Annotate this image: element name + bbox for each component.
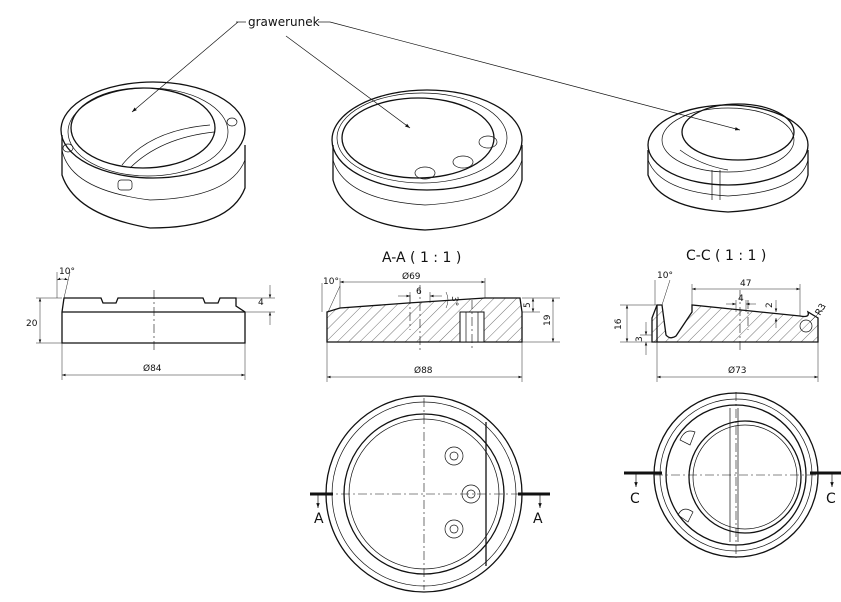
- side-view-left: 10° 20 4 Ø84: [26, 267, 275, 380]
- dim-left-height: 20: [26, 319, 38, 329]
- cut-label-c-left: C: [630, 491, 640, 507]
- dim-mid-w6: 6: [416, 287, 422, 297]
- section-c-c: 10° 47 4 2 R3 16 3 Ø73: [614, 271, 829, 382]
- top-view-c: C C: [624, 392, 841, 558]
- top-view-a: A A: [310, 395, 550, 593]
- cut-label-a-left: A: [314, 511, 324, 527]
- leader-line-middle: [285, 35, 411, 129]
- dim-right-h16: 16: [614, 318, 624, 330]
- section-title-a: A-A ( 1 : 1 ): [382, 250, 461, 266]
- cut-label-c-right: C: [826, 491, 836, 507]
- dim-right-angle: 10°: [657, 271, 673, 281]
- dim-right-diameter: Ø73: [728, 365, 747, 376]
- dim-mid-h5: 5: [523, 302, 533, 308]
- leader-line-left: [131, 21, 239, 113]
- engraving-callout: grawerunek: [131, 15, 741, 131]
- dim-mid-diameter: Ø88: [414, 365, 433, 376]
- leader-label: grawerunek: [248, 15, 320, 29]
- dim-right-radius: R3: [814, 302, 829, 317]
- dim-mid-h19: 19: [543, 314, 553, 326]
- dim-mid-top-diameter: Ø69: [402, 271, 421, 282]
- dim-right-h3: 3: [635, 336, 645, 342]
- isometric-view-right: [647, 103, 809, 213]
- section-a-a: 10° Ø69 6 3° 5 19 Ø88: [321, 271, 560, 382]
- section-title-c: C-C ( 1 : 1 ): [686, 248, 766, 264]
- isometric-view-left: [60, 81, 246, 229]
- leader-line-right: [329, 21, 741, 131]
- dim-mid-angle3: 3°: [449, 296, 459, 306]
- dim-mid-angle: 10°: [323, 277, 339, 287]
- dim-left-angle: 10°: [59, 267, 75, 277]
- cut-label-a-right: A: [533, 511, 543, 527]
- isometric-view-middle: [331, 89, 523, 231]
- dim-right-w4: 4: [738, 294, 744, 304]
- dim-right-h2: 2: [765, 302, 775, 308]
- dim-left-step: 4: [258, 298, 264, 308]
- dim-left-diameter: Ø84: [143, 363, 162, 374]
- dim-right-w47: 47: [740, 279, 751, 289]
